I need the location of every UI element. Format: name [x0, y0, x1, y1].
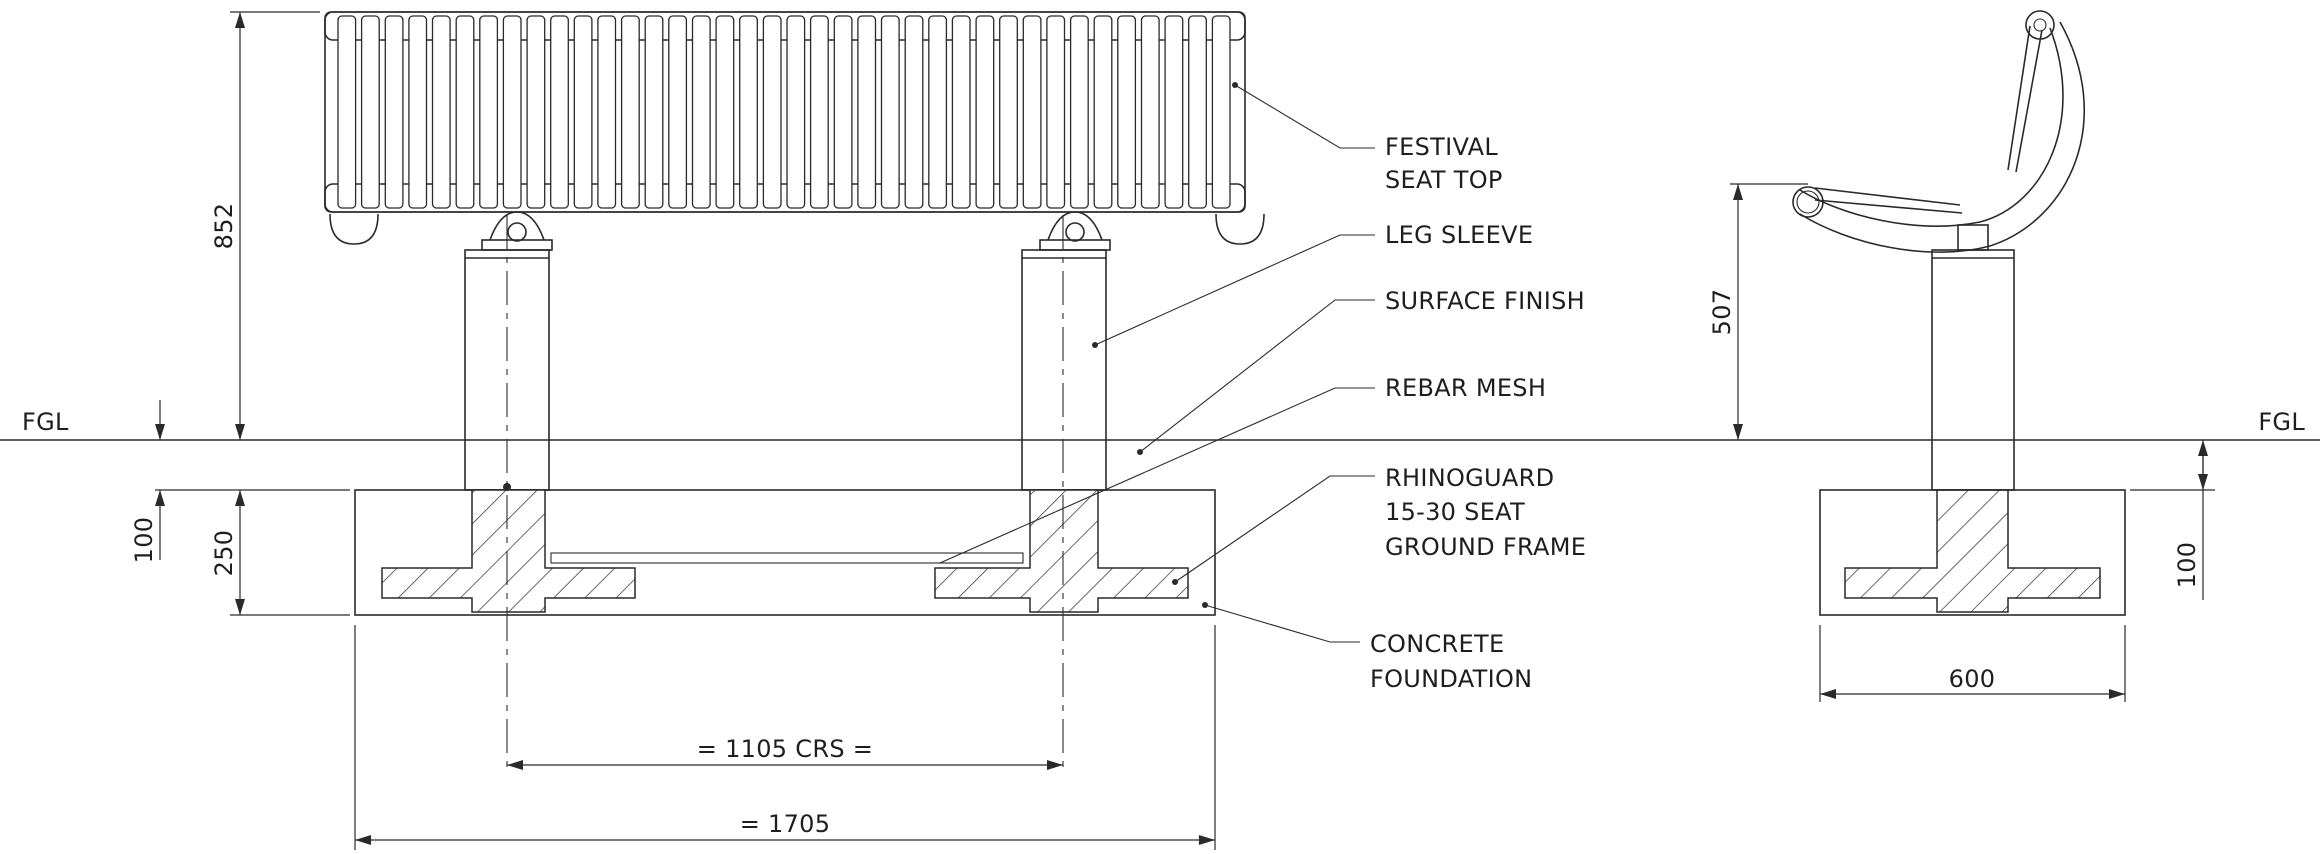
seat-slat	[691, 15, 711, 209]
leader-surface-finish: SURFACE FINISH	[1137, 287, 1585, 455]
seat-slat	[502, 15, 522, 209]
dim-text-100-right: 100	[2173, 542, 2201, 589]
seat-slat	[1164, 15, 1184, 209]
dim-text-507: 507	[1708, 289, 1736, 336]
seat-slat	[833, 15, 853, 209]
ground-frame-right	[934, 489, 1189, 613]
leader-foundation: CONCRETE FOUNDATION	[1202, 602, 1532, 693]
label-foundation-line1: CONCRETE	[1370, 630, 1504, 658]
label-ground-frame-line1: RHINOGUARD	[1385, 464, 1554, 492]
dim-text-250: 250	[210, 530, 238, 577]
seat-slat	[951, 15, 971, 209]
label-fgl-left: FGL	[22, 408, 69, 436]
seat-slat	[739, 15, 758, 209]
seat-slat	[762, 15, 782, 209]
seat-slat	[620, 15, 640, 209]
leg-connector-left	[481, 211, 553, 251]
seat-slat	[904, 15, 924, 209]
seat-slat	[573, 15, 593, 209]
seat-slat	[1046, 15, 1066, 209]
label-seat-top-line2: SEAT TOP	[1385, 166, 1503, 194]
side-leg-sleeve	[1931, 249, 2015, 491]
dim-text-1105-crs: = 1105 CRS =	[697, 735, 873, 763]
side-seat-profile	[1799, 27, 2064, 227]
seat-slat	[1140, 15, 1160, 209]
dim-overall-height: 852	[210, 11, 320, 440]
seat-slat	[337, 15, 357, 209]
seat-slat	[455, 15, 475, 209]
seat-slat	[1093, 15, 1113, 209]
leg-connector-right	[1039, 211, 1111, 251]
dim-text-600: 600	[1949, 665, 1996, 693]
side-back-rail	[2025, 10, 2055, 40]
side-ground-frame	[1844, 489, 2101, 613]
concrete-foundation	[354, 489, 1216, 616]
seat-slat	[880, 15, 900, 209]
dim-ground-offset-left: 100	[130, 400, 350, 563]
side-front-rail	[1792, 186, 1824, 218]
seat-slat	[786, 15, 806, 209]
seat-slat	[384, 15, 404, 209]
label-ground-frame-line3: GROUND FRAME	[1385, 533, 1586, 561]
label-fgl-right: FGL	[2258, 408, 2305, 436]
seat-slat	[644, 15, 664, 209]
seat-slat	[1188, 15, 1207, 209]
seat-slat	[1022, 15, 1042, 209]
label-foundation-line2: FOUNDATION	[1370, 665, 1532, 693]
seat-slat	[526, 15, 546, 209]
dim-text-100-left: 100	[130, 517, 158, 564]
dim-text-1705: = 1705	[740, 810, 831, 838]
seat-slat	[1069, 15, 1089, 209]
dim-ground-offset-right: 100	[2130, 440, 2215, 600]
leader-ground-frame: RHINOGUARD 15-30 SEAT GROUND FRAME	[1172, 464, 1586, 585]
leader-seat-top: FESTIVAL SEAT TOP	[1232, 82, 1503, 194]
dim-overall-width: = 1705	[354, 625, 1216, 850]
label-surface-finish: SURFACE FINISH	[1385, 287, 1585, 315]
dim-centres: = 1105 CRS =	[507, 735, 1063, 770]
seat-slat	[928, 15, 948, 209]
dim-text-852: 852	[210, 203, 238, 250]
seat-slat	[809, 15, 829, 209]
seat-slat	[479, 15, 499, 209]
seat-slat	[1117, 15, 1137, 209]
label-rebar-mesh: REBAR MESH	[1385, 374, 1546, 402]
seat-slat	[1211, 15, 1231, 209]
ground-frame-left	[381, 489, 636, 613]
seat-slat	[857, 15, 877, 209]
side-elevation	[1792, 10, 2126, 616]
label-ground-frame-line2: 15-30 SEAT	[1385, 498, 1525, 526]
seat-slat	[999, 15, 1018, 209]
seat-slat	[431, 15, 451, 209]
label-seat-top-line1: FESTIVAL	[1385, 133, 1498, 161]
seat-slat	[597, 15, 617, 209]
seat-slat	[975, 15, 995, 209]
leg-sleeve-right	[1021, 249, 1107, 491]
dim-foundation-width: 600	[1819, 625, 2126, 702]
dim-seat-height: 507	[1708, 183, 1808, 440]
seat-slat	[668, 15, 688, 209]
seat-slat	[550, 15, 569, 209]
seat-slat	[360, 15, 380, 209]
leader-leg-sleeve: LEG SLEEVE	[1092, 221, 1533, 348]
dim-foundation-depth: 250	[210, 490, 350, 616]
seat-slat	[408, 15, 428, 209]
rebar-mesh	[550, 552, 1024, 564]
label-leg-sleeve: LEG SLEEVE	[1385, 221, 1533, 249]
seat-slats	[337, 15, 1231, 209]
festival-seat-top	[324, 11, 1265, 245]
leader-rebar-mesh: REBAR MESH	[939, 374, 1546, 564]
seat-slat	[715, 15, 735, 209]
